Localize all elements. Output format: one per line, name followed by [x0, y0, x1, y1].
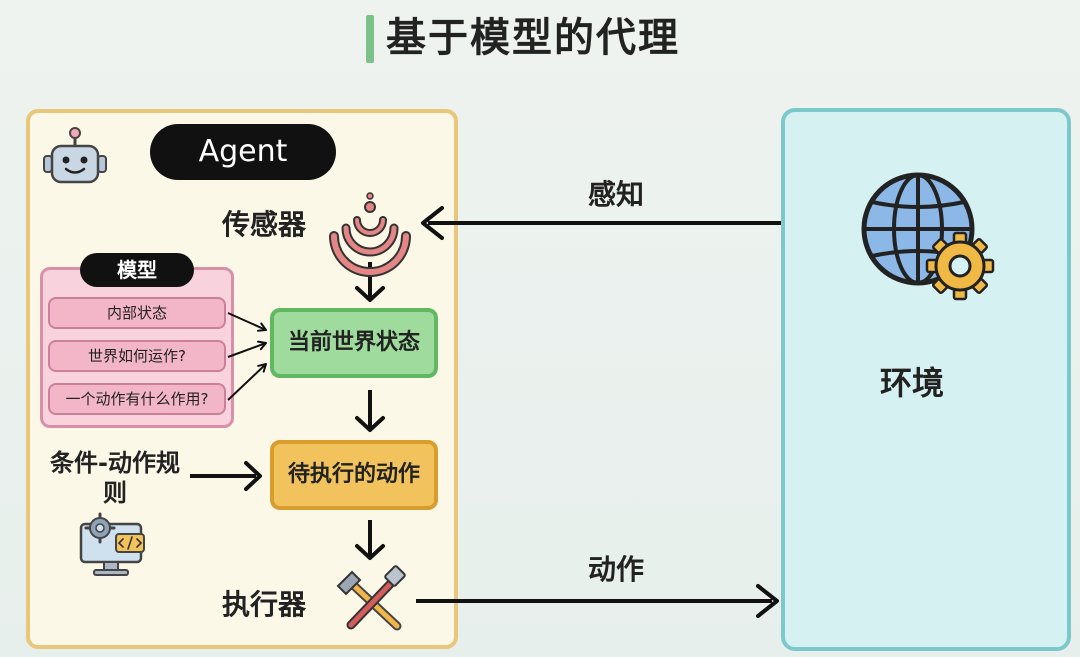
- perceive-arrow: [421, 206, 781, 240]
- model-arrows: [227, 312, 267, 401]
- computer-code-icon: [79, 512, 145, 576]
- tools-icon: [336, 565, 406, 631]
- flow-arrow-pending-to-actuator: [355, 520, 385, 560]
- flow-arrow-state-to-pending: [355, 390, 385, 432]
- model-item-how-world-works: 世界如何运作?: [48, 340, 226, 372]
- sensor-label: 传感器: [222, 208, 307, 241]
- page-title: 基于模型的代理: [386, 15, 680, 61]
- globe-gear-icon: [861, 172, 995, 301]
- environment-label: 环境: [880, 364, 945, 402]
- model-item-what-actions-do: 一个动作有什么作用?: [48, 383, 226, 415]
- rules-arrow: [190, 461, 262, 491]
- pending-action-box: 待执行的动作: [270, 440, 438, 510]
- agent-label-pill: Agent: [150, 124, 336, 180]
- condition-action-rules-label: 条件-动作规则: [50, 449, 180, 507]
- perceive-arrow-label: 感知: [588, 178, 645, 211]
- title-accent-bar: [366, 15, 374, 63]
- action-arrow: [416, 584, 779, 618]
- action-arrow-label: 动作: [588, 553, 645, 586]
- actuator-label: 执行器: [222, 588, 307, 621]
- model-label-pill: 模型: [80, 253, 194, 287]
- robot-icon: [43, 127, 107, 184]
- current-world-state-box: 当前世界状态: [270, 308, 438, 378]
- sensor-waves-icon: [329, 192, 411, 277]
- model-item-internal-state: 内部状态: [48, 297, 226, 329]
